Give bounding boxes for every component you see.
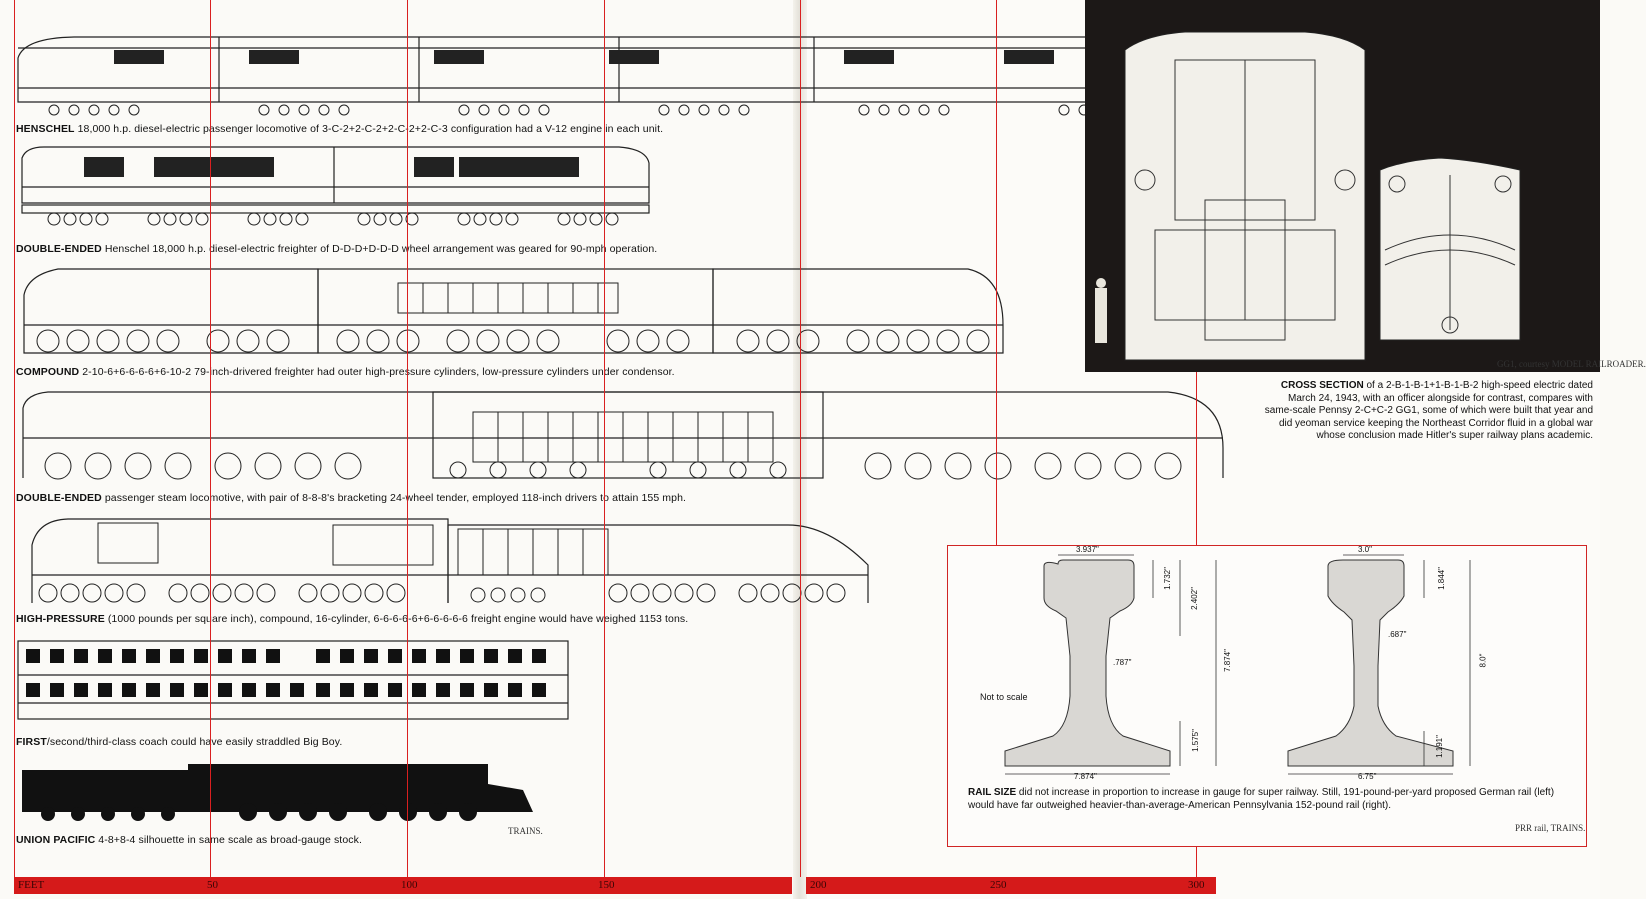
german-base-depth: 1.575": [1190, 729, 1200, 752]
scale-line-250: [996, 0, 997, 545]
rail-size-panel: Not to scale 3.937" 1.732" 2.402" .787" …: [947, 545, 1587, 847]
cross-section-photo: [1085, 0, 1600, 372]
scale-line-200: [800, 0, 801, 877]
caption-compound-freighter: COMPOUND 2-10-6+6-6-6-6+6-10-2 79-inch-d…: [16, 366, 675, 378]
scale-line-50: [210, 0, 211, 877]
american-head-width: 3.0": [1358, 545, 1372, 554]
scale-line-300-upper: [1196, 372, 1197, 545]
ruler-label-300: 300: [1188, 879, 1205, 891]
caption-union-pacific: UNION PACIFIC 4-8+8-4 silhouette in same…: [16, 834, 362, 846]
american-web: .687": [1388, 630, 1407, 639]
german-head-depth: 1.732": [1162, 567, 1172, 590]
feet-ruler-left: [14, 877, 792, 894]
ruler-label-150: 150: [598, 879, 615, 891]
scale-line-100: [407, 0, 408, 877]
left-page: [0, 0, 800, 899]
caption-double-ended-steam: DOUBLE-ENDED passenger steam locomotive,…: [16, 492, 687, 504]
cross-section-caption: CROSS SECTION of a 2-B-1-B-1+1-B-1-B-2 h…: [1264, 380, 1593, 441]
high-pressure-engine-drawing: [31, 518, 869, 603]
scale-line-0: [14, 0, 15, 877]
rail-size-caption: RAIL SIZE did not increase in proportion…: [968, 787, 1555, 811]
not-to-scale-label: Not to scale: [980, 692, 1028, 702]
ruler-label-250: 250: [990, 879, 1007, 891]
scale-line-300-lower: [1196, 847, 1197, 877]
german-head-width: 3.937": [1076, 545, 1099, 554]
big-boy-silhouette: [22, 764, 533, 821]
double-ended-steam-drawing: [22, 391, 1224, 480]
feet-ruler-right: [806, 877, 1216, 894]
american-base-width: 6.75": [1358, 772, 1377, 781]
ruler-label-50: 50: [207, 879, 218, 891]
gg1-credit: GG1, courtesy MODEL RAILROADER.: [1497, 359, 1646, 369]
caption-henschel-freighter: DOUBLE-ENDED Henschel 18,000 h.p. diesel…: [16, 243, 658, 255]
compound-freighter-drawing: [23, 268, 1004, 354]
caption-high-pressure: HIGH-PRESSURE (1000 pounds per square in…: [16, 613, 689, 625]
german-height: 7.874": [1222, 649, 1232, 672]
american-height: 8.0": [1478, 653, 1488, 668]
caption-coach: FIRST/second/third-class coach could hav…: [16, 736, 343, 748]
german-upper: 2.402": [1189, 587, 1199, 610]
caption-henschel-passenger: HENSCHEL 18,000 h.p. diesel-electric pas…: [16, 123, 664, 135]
ruler-label-feet: FEET: [18, 879, 45, 891]
american-head-depth: 1.844": [1436, 567, 1446, 590]
ruler-label-100: 100: [401, 879, 418, 891]
american-rail-profile: [1287, 559, 1454, 767]
coach-drawing: [17, 640, 569, 720]
ruler-label-200: 200: [810, 879, 827, 891]
german-web: .787": [1113, 658, 1132, 667]
trains-credit: TRAINS.: [508, 826, 543, 836]
prr-rail-credit: PRR rail, TRAINS.: [1515, 823, 1586, 833]
scale-line-150: [604, 0, 605, 877]
german-rail-profile: [1004, 559, 1171, 767]
german-base-width: 7.874": [1074, 772, 1097, 781]
henschel-passenger-drawing: [17, 36, 1225, 116]
henschel-freighter-drawing: [21, 146, 650, 226]
american-base-depth: 1.191": [1434, 735, 1444, 758]
